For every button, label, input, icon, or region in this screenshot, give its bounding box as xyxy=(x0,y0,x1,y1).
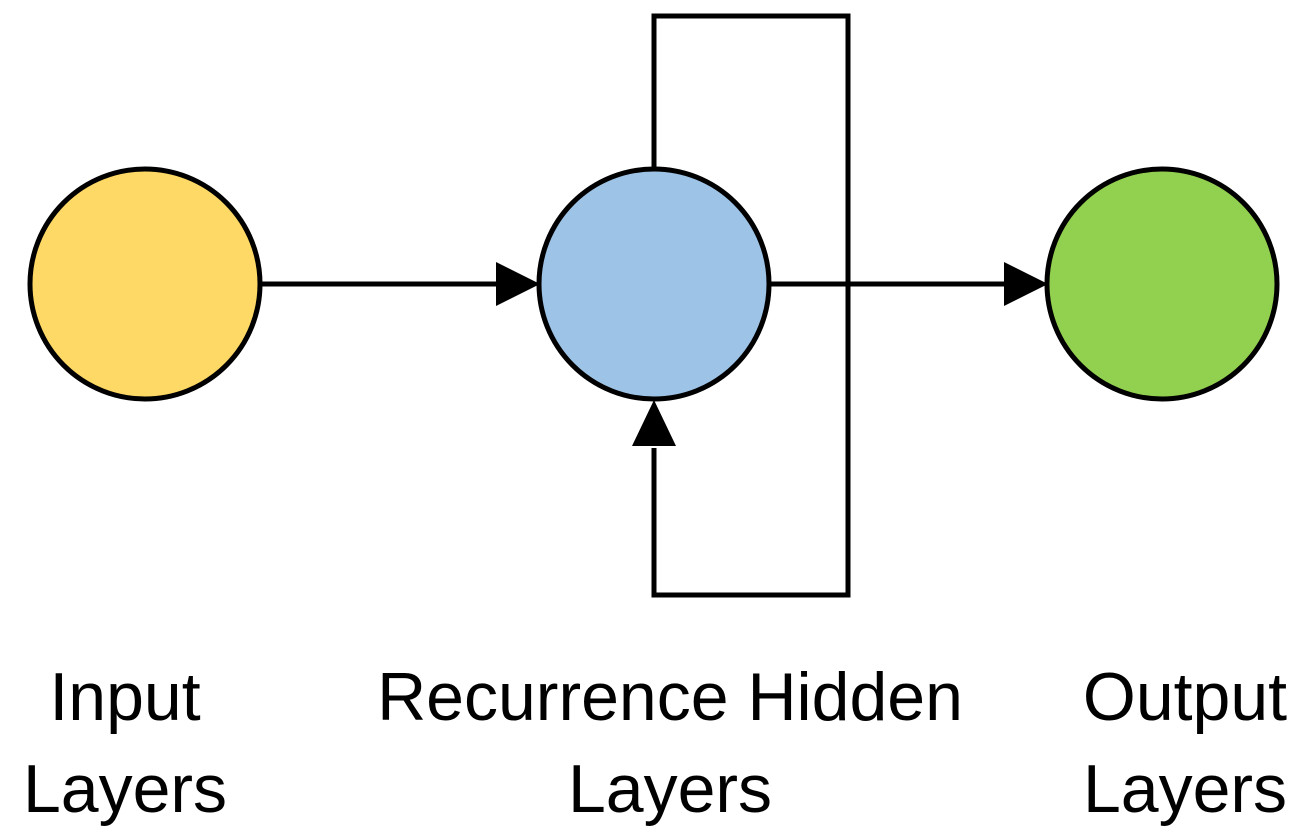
hidden-layer-node xyxy=(536,166,772,402)
input-label-line1: Input xyxy=(49,659,200,735)
arrowhead-input-to-hidden xyxy=(496,262,540,306)
recurrent-loop-top xyxy=(651,13,851,598)
hidden-label-line1: Recurrence Hidden xyxy=(377,659,963,735)
output-label-line1: Output xyxy=(1083,659,1287,735)
input-label-line2: Layers xyxy=(23,751,227,827)
output-label-line2: Layers xyxy=(1083,751,1287,827)
arrowhead-hidden-to-output xyxy=(1004,262,1048,306)
output-layer-node xyxy=(1044,166,1280,402)
input-layer-node xyxy=(27,166,263,402)
hidden-label-line2: Layers xyxy=(568,751,772,827)
recurrent-loop-arrowhead xyxy=(632,400,676,446)
